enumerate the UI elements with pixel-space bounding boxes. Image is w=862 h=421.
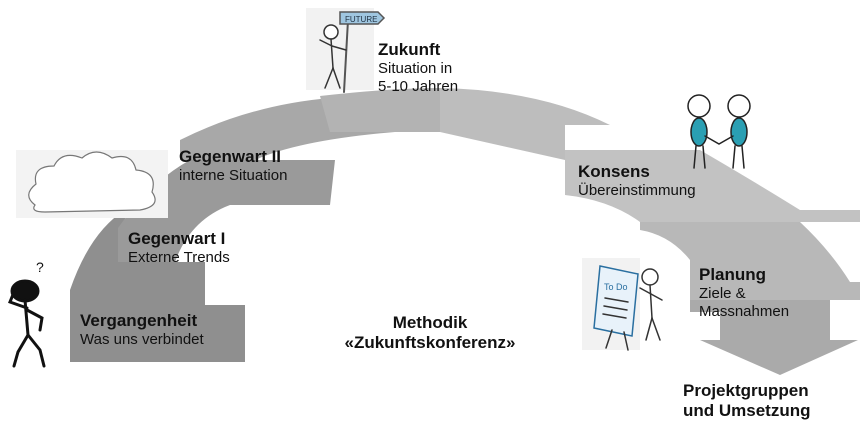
label-gegenwart-2: Gegenwart II interne Situation (179, 147, 287, 185)
zukunft-title: Zukunft (378, 40, 441, 59)
band-zukunft-right (440, 88, 610, 160)
arch-left (70, 88, 440, 362)
vergangenheit-title: Vergangenheit (80, 311, 198, 330)
label-konsens: Konsens Übereinstimmung (578, 162, 696, 200)
cloud-illustration (16, 150, 168, 218)
band-planung (640, 222, 860, 300)
planung-subtitle-line2: Massnahmen (699, 302, 790, 320)
svg-text:To Do: To Do (604, 282, 628, 292)
band-gegenwart-1 (118, 160, 335, 262)
projektgruppen-line1: Projektgruppen (683, 381, 809, 400)
todo-flipchart-figure-icon: To Do (582, 258, 663, 351)
svg-text:?: ? (36, 259, 44, 275)
arch-right (440, 88, 860, 375)
svg-text:FUTURE: FUTURE (345, 15, 377, 24)
vergangenheit-subtitle: Was uns verbindet (80, 331, 204, 349)
handshake-figures-icon (687, 94, 751, 169)
band-planung-arrow (690, 300, 858, 375)
label-gegenwart-1: Gegenwart I Externe Trends (128, 229, 230, 267)
zukunft-subtitle-line1: Situation in (378, 60, 453, 78)
gegenwart-2-title: Gegenwart II (179, 147, 282, 166)
gegenwart-1-title: Gegenwart I (128, 229, 226, 248)
planung-title: Planung (699, 265, 767, 284)
projektgruppen-line2: und Umsetzung (683, 401, 811, 421)
label-zukunft: Zukunft Situation in 5-10 Jahren (378, 40, 458, 95)
planung-subtitle-line1: Ziele & (699, 285, 746, 303)
label-projektgruppen: Projektgruppen und Umsetzung (683, 381, 811, 421)
konsens-title: Konsens (578, 162, 650, 181)
label-planung: Planung Ziele & Massnahmen (699, 265, 789, 320)
center-title-line2: «Zukunftskonferenz» (344, 333, 516, 353)
zukunft-subtitle-line2: 5-10 Jahren (378, 77, 459, 95)
label-vergangenheit: Vergangenheit Was uns verbindet (80, 311, 204, 349)
gegenwart-1-subtitle: Externe Trends (128, 249, 230, 267)
band-zukunft-left (320, 88, 440, 132)
center-title-line1: Methodik (392, 313, 468, 332)
band-gegenwart-2 (180, 98, 395, 160)
gegenwart-2-subtitle: interne Situation (179, 167, 288, 185)
band-vergangenheit (70, 210, 245, 362)
confused-figure-icon: ? (8, 259, 46, 368)
future-sign-figure-icon: FUTURE (306, 8, 386, 93)
konsens-subtitle: Übereinstimmung (578, 182, 696, 200)
band-konsens (565, 150, 860, 222)
center-title: Methodik «Zukunftskonferenz» (330, 313, 530, 353)
